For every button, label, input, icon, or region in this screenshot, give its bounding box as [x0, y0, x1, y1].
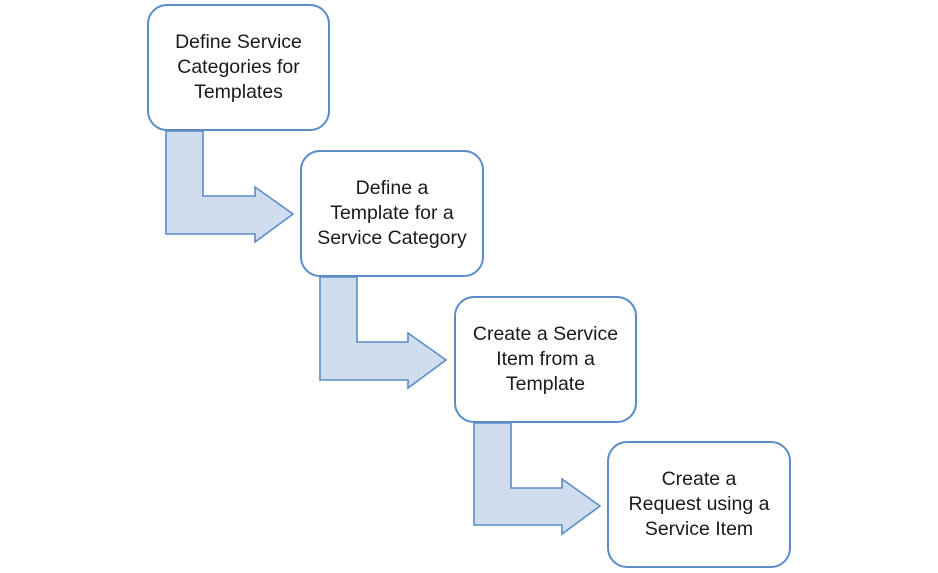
bent-arrow-1-to-2 [165, 130, 295, 244]
step-label: Define Service Categories for Templates [175, 31, 302, 103]
step-label: Create a Request using a Service Item [628, 468, 770, 540]
bent-arrow-2-to-3 [319, 276, 448, 390]
bent-arrow-3-to-4 [473, 422, 602, 536]
step-box-create-service-item: Create a Service Item from a Template [454, 296, 637, 423]
step-box-define-template: Define a Template for a Service Category [300, 150, 484, 277]
step-box-define-service-categories: Define Service Categories for Templates [147, 4, 330, 131]
step-label: Create a Service Item from a Template [472, 323, 619, 395]
step-box-create-request: Create a Request using a Service Item [607, 441, 791, 568]
step-label: Define a Template for a Service Category [317, 177, 467, 249]
